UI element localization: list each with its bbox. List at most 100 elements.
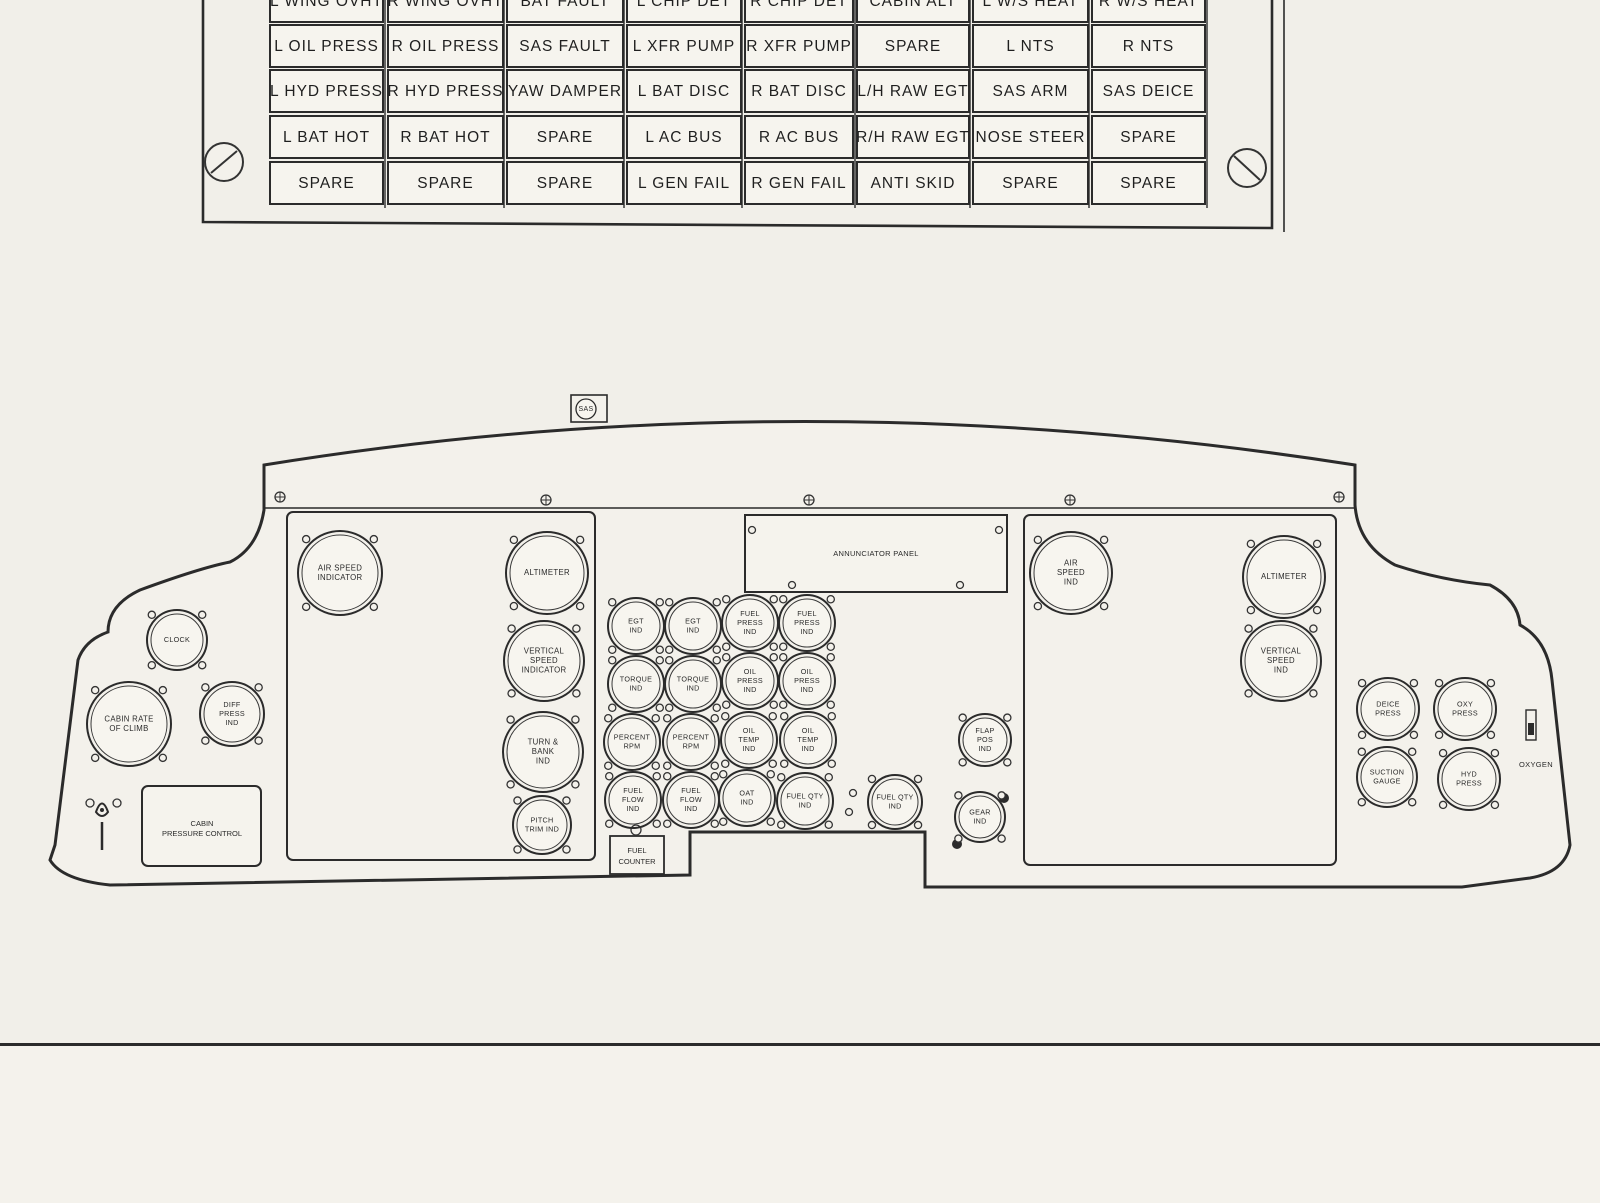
annunciator-cell: SPARE <box>506 161 624 205</box>
annunciator-label: ANTI SKID <box>871 175 956 192</box>
cabin-pressure-control[interactable]: CABIN PRESSURE CONTROL <box>141 785 262 867</box>
screw-icon <box>604 771 614 781</box>
gauge-clock: CLOCK <box>146 609 208 671</box>
screw-icon <box>768 759 778 769</box>
annunciator-label: R WING OVHT <box>387 0 503 10</box>
screw-icon <box>607 703 617 713</box>
annunciator-cell: L AC BUS <box>626 115 742 159</box>
screw-icon <box>824 820 834 830</box>
gauge-label: IND <box>800 627 813 636</box>
annunciator-label: SAS ARM <box>993 83 1069 100</box>
gauge-label: HYD <box>1461 769 1477 778</box>
annunciator-cell: L BAT HOT <box>269 115 384 159</box>
screw-icon <box>655 655 665 665</box>
screw-icon <box>720 759 730 769</box>
screw-icon <box>158 685 168 695</box>
annunciator-label: L HYD PRESS <box>270 83 383 100</box>
gauge-label: OIL <box>743 726 756 735</box>
screw-icon <box>662 771 672 781</box>
sas-button[interactable]: SAS <box>570 394 608 423</box>
gauge-label: EGT <box>685 616 701 625</box>
screw-icon <box>1486 730 1496 740</box>
gauge-label: IND <box>801 744 814 753</box>
fuel-counter-label-1: FUEL <box>627 846 646 855</box>
oxygen-switch[interactable]: OXYGEN <box>1519 709 1553 769</box>
screw-icon <box>1357 730 1367 740</box>
gauge-label: INDICATOR <box>318 573 363 582</box>
gauge-label: PERCENT <box>614 732 651 741</box>
screw-icon <box>652 819 662 829</box>
screw-icon <box>913 774 923 784</box>
screw-icon <box>607 655 617 665</box>
cabin-pressure-knob-icon[interactable] <box>85 798 122 850</box>
ledge-bolts <box>274 491 1345 506</box>
annunciator-cell: YAW DAMPER <box>506 69 624 113</box>
screw-icon <box>776 772 786 782</box>
screw-icon <box>571 780 580 789</box>
gauge-label: VERTICAL <box>524 646 565 655</box>
screw-icon <box>509 535 519 545</box>
gauge-label: OF CLIMB <box>109 724 148 733</box>
gauge-label: CABIN RATE <box>104 714 153 723</box>
gauge-label: INDICATOR <box>522 666 567 675</box>
screw-icon <box>778 594 788 604</box>
screw-icon <box>779 759 789 769</box>
gauge-label: PRESS <box>1456 778 1482 787</box>
annunciator-cell: L CHIP DET <box>626 0 742 23</box>
screw-icon <box>507 689 516 698</box>
gauge-label: IND <box>225 718 238 727</box>
annunciator-cell: SPARE <box>1091 161 1206 205</box>
screw-icon <box>1246 539 1256 549</box>
screw-icon <box>1309 689 1318 698</box>
gauge-label: DIFF <box>223 700 240 709</box>
screw-icon <box>90 753 100 763</box>
screw-icon <box>662 819 672 829</box>
gauge-label: FLOW <box>622 795 644 804</box>
gauge-label: FUEL QTY <box>876 792 913 801</box>
cabin-pressure-label-2: PRESSURE CONTROL <box>162 829 242 838</box>
screw-icon <box>1244 689 1253 698</box>
screw-icon <box>779 711 789 721</box>
screw-icon <box>1244 624 1253 633</box>
screw-icon <box>769 594 779 604</box>
annunciator-panel-label: ANNUNCIATOR PANEL <box>833 549 919 558</box>
screw-icon <box>712 597 722 607</box>
annunciator-label: L W/S HEAT <box>982 0 1078 10</box>
gauge-label: TEMP <box>797 735 818 744</box>
annunciator-label: R GEN FAIL <box>751 175 846 192</box>
screw-icon <box>867 774 877 784</box>
annunciator-label: R HYD PRESS <box>387 83 503 100</box>
screw-icon <box>201 683 210 692</box>
screw-icon <box>664 597 674 607</box>
annunciator-label: R XFR PUMP <box>746 38 852 55</box>
screw-icon <box>1099 601 1109 611</box>
screw-icon <box>712 703 722 713</box>
gauge-label: FUEL <box>623 786 643 795</box>
annunciator-label: R/H RAW EGT <box>856 129 970 146</box>
gauge-label: AIR SPEED <box>318 563 362 572</box>
gauge-label: VERTICAL <box>1261 646 1302 655</box>
fuel-counter-label-2: COUNTER <box>618 857 656 866</box>
gauge-label: FLOW <box>680 795 702 804</box>
indicator-light-icon <box>848 788 858 798</box>
screw-icon <box>369 534 379 544</box>
annunciator-label: L AC BUS <box>645 129 722 146</box>
bolt-right-icon <box>1227 148 1267 188</box>
screw-icon <box>958 713 967 722</box>
gauge-label: FUEL <box>740 609 760 618</box>
screw-icon <box>509 601 519 611</box>
gauge-label: PRESS <box>219 709 245 718</box>
